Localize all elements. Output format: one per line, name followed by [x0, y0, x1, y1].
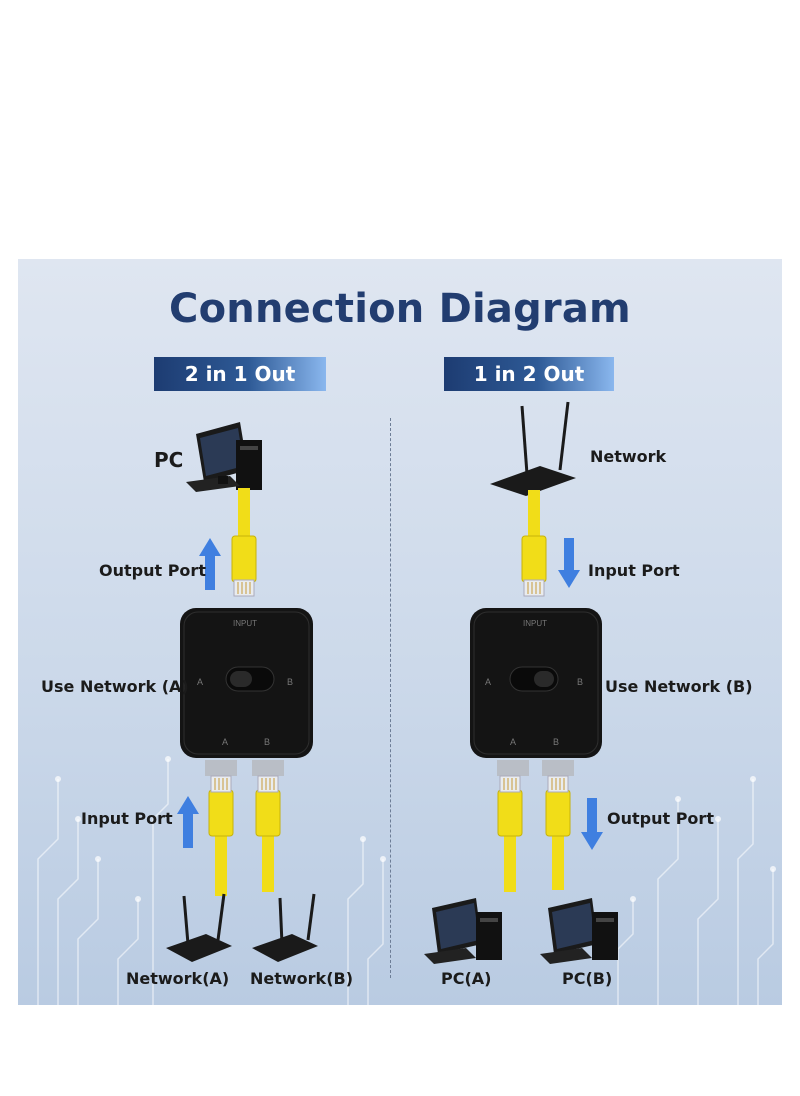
arrow-down-icon — [581, 798, 603, 850]
switch-device-right — [470, 608, 602, 776]
label-pc: PC — [154, 448, 184, 472]
tag-1-in-2-out: 1 in 2 Out — [444, 357, 614, 391]
cable-input-a-left — [208, 775, 234, 896]
device-input-label: INPUT — [523, 619, 547, 628]
label-network-b: Network(B) — [250, 969, 354, 988]
cable-input-b-left — [255, 775, 281, 892]
switch-device-left — [180, 608, 313, 776]
label-input-port-right: Input Port — [588, 561, 680, 580]
label-pc-b: PC(B) — [562, 969, 613, 988]
label-network-a: Network(A) — [126, 969, 230, 988]
router-icon — [490, 401, 576, 496]
label-network: Network — [590, 447, 667, 466]
pc-icon — [186, 422, 262, 492]
circuit-background — [37, 756, 776, 1005]
device-port-b: B — [264, 737, 270, 747]
device-side-a: A — [197, 677, 203, 687]
device-side-b: B — [287, 677, 293, 687]
cable-input-right — [521, 490, 547, 597]
cable-output-left — [231, 488, 257, 597]
pc-icon — [540, 898, 618, 964]
pc-icon — [424, 898, 502, 964]
arrow-up-icon — [199, 538, 221, 590]
device-port-a: A — [510, 737, 516, 747]
cable-output-b-right — [545, 775, 571, 890]
device-port-a: A — [222, 737, 228, 747]
diagram-title: Connection Diagram — [169, 286, 631, 332]
router-icon — [252, 893, 318, 962]
arrow-up-icon — [177, 796, 199, 848]
cable-output-a-right — [497, 775, 523, 892]
device-side-a: A — [485, 677, 491, 687]
device-side-b: B — [577, 677, 583, 687]
router-icon — [166, 893, 232, 962]
tag-2-in-1-out: 2 in 1 Out — [154, 357, 326, 391]
label-use-network-a: Use Network (A) — [41, 677, 189, 696]
device-input-label: INPUT — [233, 619, 257, 628]
center-divider — [390, 418, 391, 978]
label-output-port-left: Output Port — [99, 561, 206, 580]
diagram-panel — [18, 259, 782, 1005]
label-pc-a: PC(A) — [441, 969, 492, 988]
label-input-port-left: Input Port — [81, 809, 173, 828]
device-port-b: B — [553, 737, 559, 747]
label-output-port-right: Output Port — [607, 809, 714, 828]
arrow-down-icon — [558, 538, 580, 588]
label-use-network-b: Use Network (B) — [605, 677, 753, 696]
